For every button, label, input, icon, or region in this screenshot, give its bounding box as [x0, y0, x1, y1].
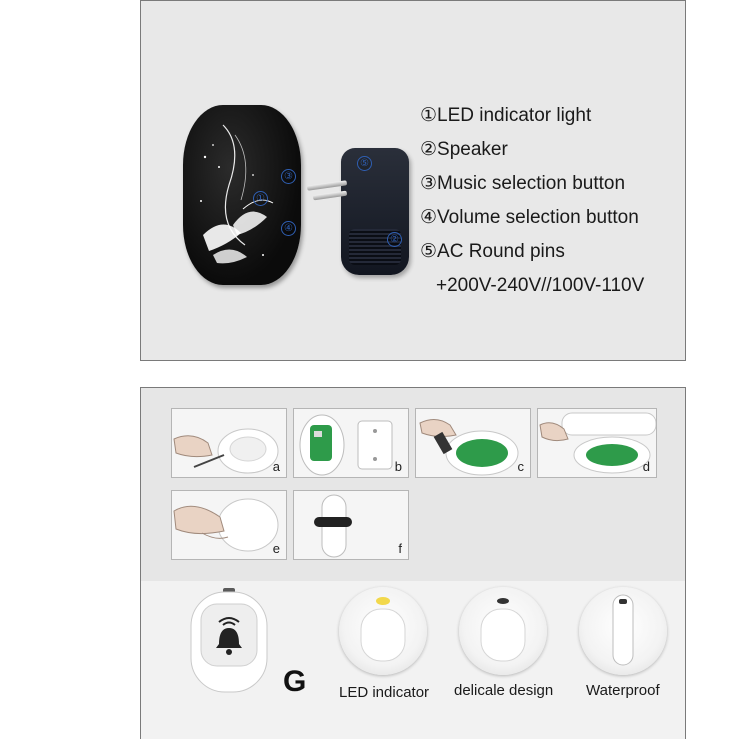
waterproof-view [579, 587, 667, 675]
led-light-icon [360, 597, 406, 662]
step-b-circuit-board: b [293, 408, 409, 478]
battery-insert-icon [419, 419, 519, 476]
design-detail-icon [480, 598, 526, 662]
step-c-battery: c [415, 408, 531, 478]
step-label-a: a [272, 459, 280, 474]
feature-led-indicator: LED indicator [339, 684, 430, 701]
mounted-button-icon [314, 494, 352, 558]
spec-ac-pins: ⑤AC Round pins [420, 241, 565, 262]
step-f-mounted-button: f [293, 490, 409, 560]
callout-volume-button: ④ [281, 221, 296, 236]
spec-voltage: +200V-240V//100V-110V [436, 275, 645, 296]
model-letter: G [283, 665, 307, 698]
spec-speaker: ②Speaker [420, 139, 508, 160]
step-label-d: d [642, 459, 650, 474]
callout-ac-pins: ⑤ [357, 156, 372, 171]
step-label-b: b [394, 459, 402, 474]
plug-in-chime-image: ⑤ ② [341, 148, 409, 275]
floral-decoration-icon [200, 124, 274, 264]
step-label-e: e [272, 541, 280, 556]
hand-screwdriver-icon [173, 428, 279, 474]
installation-panel: a b c d [140, 387, 686, 739]
step-label-f: f [398, 541, 402, 556]
feature-delicate-design: delicale design [454, 682, 554, 699]
callout-speaker: ② [387, 232, 402, 247]
callout-led-indicator: ① [253, 191, 268, 206]
specification-panel: ① ③ ④ ⑤ ② ①LED indicator light ②Speaker … [140, 0, 686, 361]
callout-music-button: ③ [281, 169, 296, 184]
step-e-attach-button: e [171, 490, 287, 560]
hand-press-icon [173, 498, 279, 552]
feature-waterproof: Waterproof [586, 682, 660, 699]
cover-close-icon [539, 412, 656, 474]
spec-led-indicator: ①LED indicator light [420, 105, 592, 126]
led-indicator-view [339, 587, 427, 675]
delicate-design-view [459, 587, 547, 675]
spec-list: ①LED indicator light ②Speaker ③Music sel… [420, 99, 644, 303]
waterproof-side-icon [612, 594, 634, 666]
spec-volume-button: ④Volume selection button [420, 207, 639, 228]
step-a-open-cover: a [171, 408, 287, 478]
step-d-close-cover: d [537, 408, 657, 478]
doorbell-receiver-image: ① ③ ④ [183, 105, 301, 285]
step-label-c: c [517, 459, 525, 474]
circuit-board-icon [299, 414, 393, 476]
wireless-push-button-image [190, 588, 268, 693]
spec-music-button: ③Music selection button [420, 173, 626, 194]
